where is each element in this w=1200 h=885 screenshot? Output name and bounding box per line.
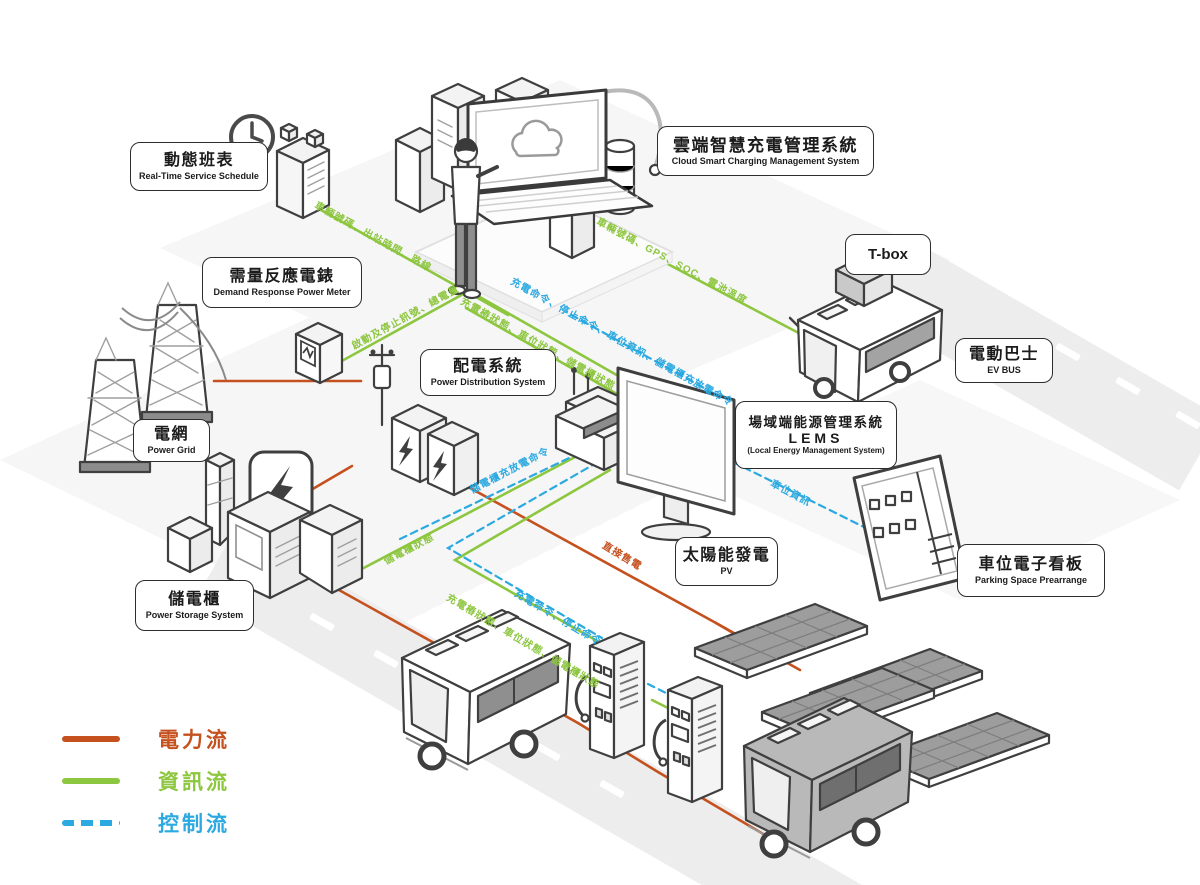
lightning-icon [268, 466, 293, 516]
node-label-storage: 儲電櫃 Power Storage System [135, 580, 254, 631]
road-dash [1115, 377, 1141, 395]
node-label-cloud: 雲端智慧充電管理系統 Cloud Smart Charging Manageme… [657, 126, 874, 176]
cloud-platform-illustration [229, 76, 675, 323]
legend-control-flow: 控制流 [62, 810, 230, 836]
distribution-title-zh: 配電系統 [452, 358, 523, 376]
power-flow-swatch [62, 736, 120, 742]
legend: 電力流 資訊流 控制流 [62, 726, 230, 836]
solar-panel [693, 602, 869, 680]
person [447, 138, 499, 300]
node-label-pv: 太陽能發電 PV [675, 537, 778, 586]
lems-title-en: (Local Energy Management System) [747, 446, 885, 456]
legend-info-flow: 資訊流 [62, 768, 230, 794]
signboard-title-en: Parking Space Prearrange [974, 574, 1088, 585]
info-flow-swatch [62, 778, 120, 784]
power-grid-illustration [78, 281, 227, 474]
cloud-title-en: Cloud Smart Charging Management System [671, 155, 860, 166]
info-flow-label: 資訊流 [158, 771, 230, 794]
node-label-grid: 電網 Power Grid [133, 419, 210, 462]
road-dash [1055, 343, 1081, 361]
node-label-demand-meter: 需量反應電錶 Demand Response Power Meter [202, 257, 362, 308]
tbox-title: T-box [868, 245, 908, 263]
schedule-title-zh: 動態班表 [163, 152, 234, 170]
grid-title-zh: 電網 [153, 426, 189, 444]
signboard-title-zh: 車位電子看板 [978, 556, 1084, 574]
grid-title-en: Power Grid [147, 444, 196, 455]
road-dash [535, 743, 561, 761]
node-label-tbox: T-box [845, 234, 931, 275]
distribution-title-en: Power Distribution System [430, 376, 546, 387]
power-flow-label: 電力流 [158, 729, 230, 752]
node-label-lems: 場域端能源管理系統 LEMS (Local Energy Management … [735, 401, 897, 469]
node-label-ev-bus: 電動巴士 EV BUS [955, 338, 1053, 383]
storage-title-en: Power Storage System [145, 609, 244, 620]
demand-meter-title-en: Demand Response Power Meter [213, 286, 351, 297]
pv-title-en: PV [720, 565, 733, 576]
lems-abbr: LEMS [788, 430, 844, 447]
node-label-schedule: 動態班表 Real-Time Service Schedule [130, 142, 268, 191]
demand-meter-illustration [294, 321, 344, 385]
road-dash [309, 613, 335, 631]
lightning-icon [399, 436, 413, 466]
node-label-signboard: 車位電子看板 Parking Space Prearrange [957, 544, 1105, 597]
lems-illustration [554, 366, 736, 542]
cloud-icon [511, 119, 563, 158]
lightning-icon [433, 451, 447, 481]
ev-bus-title-en: EV BUS [987, 364, 1021, 375]
demand-meter-title-zh: 需量反應電錶 [229, 268, 335, 286]
road-dash [1175, 411, 1200, 429]
schedule-title-en: Real-Time Service Schedule [139, 170, 259, 181]
distribution-illustration [368, 343, 480, 497]
node-label-distribution: 配電系統 Power Distribution System [420, 349, 556, 396]
lems-title-zh: 場域端能源管理系統 [748, 414, 884, 430]
road-bottom [198, 525, 863, 885]
schedule-board [275, 122, 331, 220]
road-dash [599, 780, 625, 798]
ev-bus-title-zh: 電動巴士 [968, 346, 1039, 364]
road-dash [373, 650, 399, 668]
cloud-title-zh: 雲端智慧充電管理系統 [673, 136, 858, 156]
control-flow-swatch [62, 820, 120, 826]
control-flow-label: 控制流 [158, 813, 230, 836]
pv-title-zh: 太陽能發電 [682, 547, 771, 565]
legend-power-flow: 電力流 [62, 726, 230, 752]
storage-title-zh: 儲電櫃 [168, 591, 221, 609]
laptop [450, 88, 654, 226]
storage-illustration [166, 450, 364, 600]
